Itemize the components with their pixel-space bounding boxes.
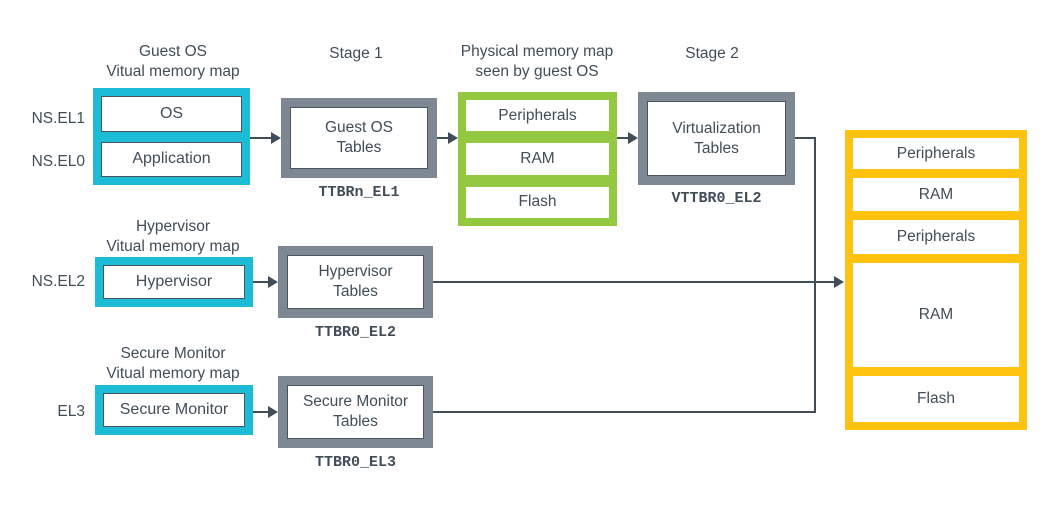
secure-monitor-tables-label-line2: Tables	[333, 413, 378, 430]
sys-phys-item-ram-1: RAM	[853, 178, 1019, 211]
connector-hypvm-to-hyptables	[253, 281, 270, 283]
guest-phys-item-ram: RAM	[466, 143, 609, 175]
secure-monitor-map-header-line1: Secure Monitor	[120, 345, 226, 362]
register-ttbr0-el2: TTBR0_EL2	[314, 324, 396, 341]
stage1-tables-label-line2: Tables	[336, 139, 382, 156]
guest-os-map-header-line1: Guest OS	[138, 43, 208, 60]
connector-guestvm-to-stage1	[250, 137, 272, 139]
guest-phys-item-peripherals: Peripherals	[466, 100, 609, 132]
arrowhead-physmap-to-stage2-icon	[628, 132, 638, 144]
secure-monitor-map-header-line2: Vitual memory map	[106, 365, 240, 382]
vm-item-secure-monitor: Secure Monitor	[103, 393, 245, 427]
arrowhead-stage1-to-physmap-icon	[448, 132, 458, 144]
connector-merge-vertical	[814, 137, 816, 413]
hypervisor-tables-label: Hypervisor Tables	[287, 255, 424, 309]
connector-hyptables-to-sysmap	[433, 281, 835, 283]
register-ttbrn-el1: TTBRn_EL1	[318, 184, 400, 201]
connector-stage1-to-physmap	[437, 137, 450, 139]
hypervisor-tables-box: Hypervisor Tables	[278, 246, 433, 318]
stage2-tables-label-line2: Tables	[694, 139, 739, 157]
hypervisor-map-header: Hypervisor Vitual memory map	[73, 217, 273, 257]
arrowhead-hypvm-to-hyptables-icon	[268, 276, 278, 288]
guest-phys-item-flash: Flash	[466, 186, 609, 218]
physical-map-header-line1: Physical memory map	[460, 43, 614, 60]
physical-map-header: Physical memory map seen by guest OS	[437, 42, 637, 82]
connector-stage2-out	[795, 137, 816, 139]
hypervisor-tables-label-line1: Hypervisor	[318, 263, 393, 280]
vm-item-hypervisor: Hypervisor	[103, 265, 245, 299]
stage1-tables-label: Guest OS Tables	[290, 107, 428, 169]
guest-os-map-header: Guest OS Vitual memory map	[73, 42, 273, 82]
label-ns-el1: NS.EL1	[31, 110, 85, 127]
arrowhead-into-sysmap-icon	[834, 276, 844, 288]
sys-phys-item-peripherals-1: Peripherals	[853, 138, 1019, 169]
stage1-tables-box: Guest OS Tables	[281, 98, 437, 178]
sys-phys-item-flash: Flash	[853, 376, 1019, 422]
secure-monitor-tables-label: Secure Monitor Tables	[287, 385, 424, 439]
stage2-tables-label-line1: Virtualization	[672, 119, 761, 137]
hypervisor-map-header-line2: Vitual memory map	[106, 238, 240, 255]
vm-item-application: Application	[101, 141, 242, 177]
sys-phys-item-ram-2: RAM	[853, 263, 1019, 367]
hypervisor-map-header-line1: Hypervisor	[135, 218, 211, 235]
connector-securevm-to-smtables	[253, 411, 270, 413]
sys-phys-item-peripherals-2: Peripherals	[853, 220, 1019, 254]
secure-monitor-tables-box: Secure Monitor Tables	[278, 376, 433, 448]
register-ttbr0-el3: TTBR0_EL3	[314, 454, 396, 471]
hypervisor-vm-map: Hypervisor	[95, 257, 253, 307]
label-ns-el2: NS.EL2	[31, 273, 85, 290]
system-physical-map: Peripherals RAM Peripherals RAM Flash	[845, 130, 1027, 430]
stage2-tables-box: Virtualization Tables	[638, 92, 795, 185]
connector-smtables-out	[433, 411, 816, 413]
guest-vm-map: OS Application	[93, 88, 250, 185]
connector-physmap-to-stage2	[617, 137, 630, 139]
arrowhead-guestvm-to-stage1-icon	[271, 132, 281, 144]
stage2-header: Stage 2	[685, 45, 739, 62]
label-ns-el0: NS.EL0	[31, 153, 85, 170]
secure-monitor-map-header: Secure Monitor Vitual memory map	[73, 344, 273, 384]
arrowhead-securevm-to-smtables-icon	[268, 406, 278, 418]
stage1-tables-label-line1: Guest OS	[324, 119, 394, 136]
guest-os-map-header-line2: Vitual memory map	[106, 63, 240, 80]
secure-vm-map: Secure Monitor	[95, 385, 253, 435]
label-el3: EL3	[57, 403, 85, 420]
secure-monitor-tables-label-line1: Secure Monitor	[302, 393, 409, 410]
guest-physical-map: Peripherals RAM Flash	[458, 92, 617, 226]
stage2-tables-label: Virtualization Tables	[647, 101, 786, 176]
physical-map-header-line2: seen by guest OS	[475, 63, 599, 80]
vm-item-os: OS	[101, 96, 242, 132]
stage1-header: Stage 1	[329, 45, 383, 62]
hypervisor-tables-label-line2: Tables	[333, 283, 378, 300]
register-vttbr0-el2: VTTBR0_EL2	[671, 190, 762, 207]
